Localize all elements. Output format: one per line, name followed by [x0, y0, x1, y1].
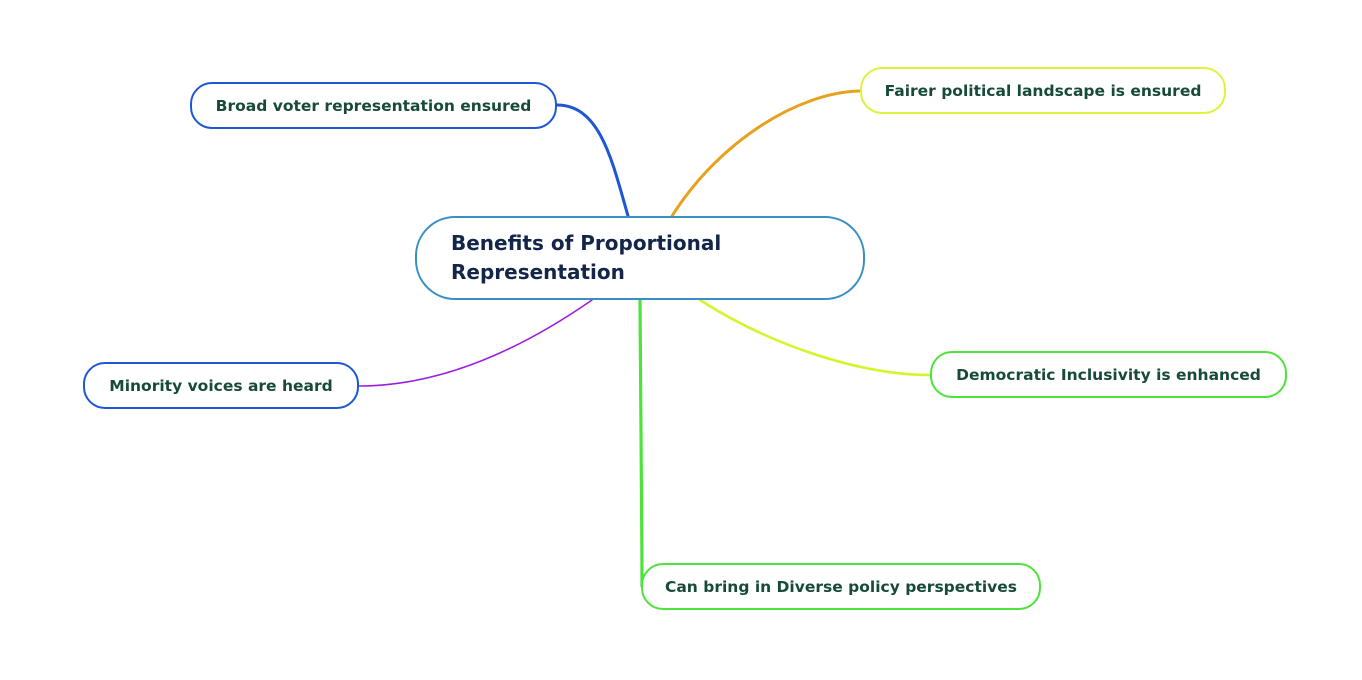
topic-label: Minority voices are heard	[109, 376, 333, 395]
connector-minority	[358, 299, 593, 387]
topic-label: Democratic Inclusivity is enhanced	[956, 365, 1261, 384]
central-topic-node[interactable]: Benefits of Proportional Representation	[415, 216, 865, 300]
connector-diverse	[638, 298, 644, 588]
topic-label: Fairer political landscape is ensured	[884, 81, 1202, 100]
topic-node-diverse-policy-perspectives[interactable]: Can bring in Diverse policy perspectives	[641, 563, 1041, 610]
topic-node-broad-voter-representation[interactable]: Broad voter representation ensured	[190, 82, 557, 129]
central-topic-label: Benefits of Proportional Representation	[451, 231, 722, 284]
topic-node-fairer-political-landscape[interactable]: Fairer political landscape is ensured	[860, 67, 1226, 114]
connector-fairer	[670, 89, 862, 218]
topic-label: Broad voter representation ensured	[215, 96, 532, 115]
topic-label: Can bring in Diverse policy perspectives	[664, 577, 1018, 596]
topic-node-democratic-inclusivity[interactable]: Democratic Inclusivity is enhanced	[930, 351, 1287, 398]
connector-broad	[555, 103, 630, 218]
topic-node-minority-voices[interactable]: Minority voices are heard	[83, 362, 359, 409]
connector-democratic	[698, 298, 932, 377]
